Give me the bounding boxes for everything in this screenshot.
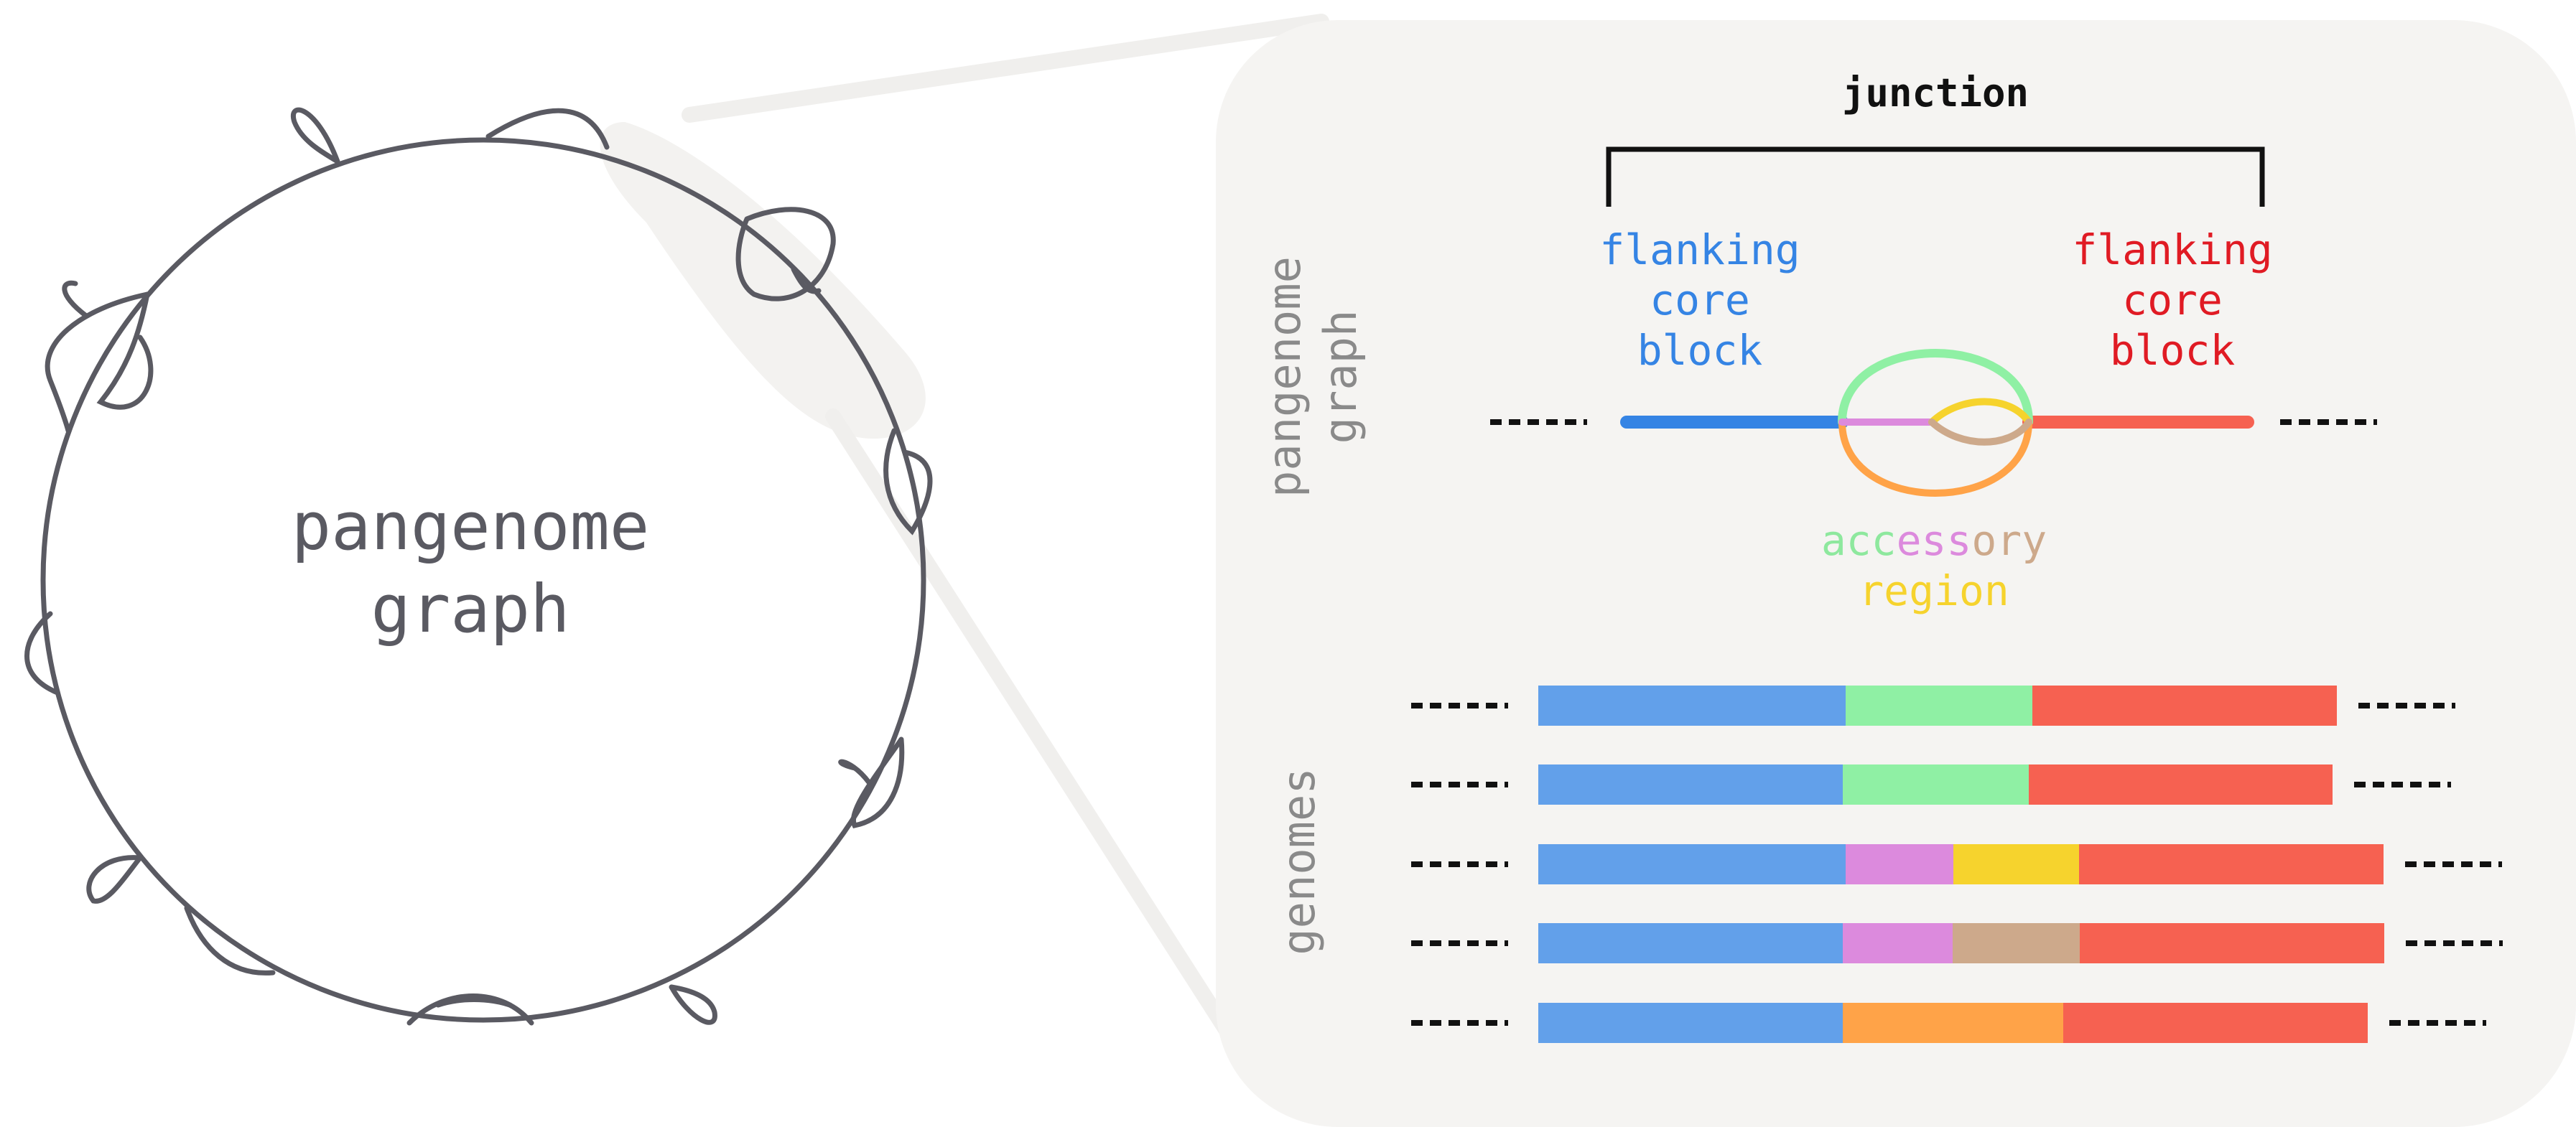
genome-block-red	[2032, 686, 2337, 726]
zoom-band	[600, 122, 926, 439]
graph-loop	[735, 207, 836, 301]
flank-right-line: flanking	[2072, 225, 2272, 274]
circular-graph	[24, 107, 933, 1026]
zoom-line-bottom	[825, 408, 1250, 1063]
accessory-yellow-edge	[1928, 398, 2032, 426]
genome-block-yellow	[1953, 844, 2079, 884]
junction-bracket	[1606, 146, 2265, 207]
genome-block-tan	[1953, 923, 2080, 963]
genome-row	[1411, 844, 2502, 884]
genome-block-red	[2029, 764, 2333, 805]
graph-circle	[40, 137, 926, 1023]
accessory-label-part: acc	[1821, 516, 1897, 565]
flank-right-line: block	[2110, 326, 2236, 375]
zoom-line-top	[682, 14, 1329, 123]
genome-row	[1411, 764, 2451, 805]
graph-loop	[291, 107, 340, 164]
genome-block-blue	[1538, 686, 1846, 726]
genome-block-green	[1846, 686, 2032, 726]
graph-loop	[435, 997, 513, 1008]
circle-label-line2: graph	[371, 571, 570, 647]
junction-title: junction	[1842, 70, 2029, 116]
graph-loop	[851, 736, 905, 828]
flank-left-line: flanking	[1599, 225, 1800, 274]
genome-block-blue	[1538, 1003, 1843, 1043]
graph-loop	[96, 291, 154, 410]
graph-loop	[406, 993, 534, 1026]
accessory-label-part: region	[1859, 566, 2009, 615]
graph-axis-label-line2: graph	[1314, 310, 1367, 444]
circle-label-line1: pangenome	[292, 488, 650, 565]
accessory-label-part: ory	[1971, 516, 2047, 565]
accessory-green-edge	[1838, 349, 2033, 426]
genome-rows	[1411, 686, 2503, 1043]
flank-left-line: block	[1637, 326, 1763, 375]
graph-loop	[669, 984, 717, 1025]
junction-graph	[1490, 349, 2377, 497]
genome-block-red	[2063, 1003, 2368, 1043]
genome-block-blue	[1538, 844, 1846, 884]
genome-row	[1411, 923, 2503, 963]
graph-loop	[883, 428, 933, 536]
zoom-connector	[600, 14, 1329, 1063]
genome-block-blue	[1538, 764, 1843, 805]
flank-right-line: core	[2122, 276, 2223, 324]
graph-loop	[791, 266, 822, 294]
genome-block-red	[2080, 923, 2384, 963]
graph-loop	[86, 855, 143, 904]
graph-loop	[838, 759, 872, 785]
genome-block-pink	[1843, 923, 1953, 963]
graph-loop	[485, 108, 610, 150]
accessory-tan-edge	[1928, 418, 2032, 446]
accessory-orange-edge	[1838, 418, 2032, 497]
genome-block-orange	[1843, 1003, 2063, 1043]
genome-block-green	[1843, 764, 2029, 805]
accessory-label-line1: accessory	[1821, 516, 2047, 565]
flank-left-label: flanking core block	[1599, 225, 1800, 375]
genome-block-pink	[1846, 844, 1953, 884]
genome-row	[1411, 686, 2455, 726]
graph-loop	[24, 611, 60, 696]
graph-loop	[184, 905, 276, 976]
graph-loop	[45, 291, 150, 434]
genome-block-blue	[1538, 923, 1843, 963]
genome-block-red	[2079, 844, 2384, 884]
genomes-axis-label: genomes	[1273, 767, 1325, 955]
accessory-label-line2: region	[1859, 566, 2009, 615]
flank-left-line: core	[1650, 276, 1750, 324]
genome-row	[1411, 1003, 2486, 1043]
flank-right-label: flanking core block	[2072, 225, 2272, 375]
graph-axis-label-line1: pangenome	[1258, 256, 1311, 497]
graph-loop	[62, 280, 89, 319]
accessory-label-part: ess	[1897, 516, 1972, 565]
